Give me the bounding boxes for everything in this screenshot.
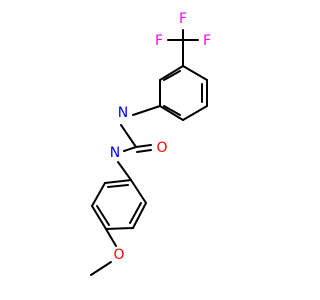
bond-ring-nh-upper (132, 105, 161, 116)
bond-c-o-double-1 (135, 144, 152, 148)
atom-label-n: N (118, 105, 128, 121)
ring2-double-bond (129, 202, 142, 224)
atom-label-f: F (179, 11, 187, 27)
molecule-diagram: F F F N N O O (90, 11, 211, 276)
ring2-double-bond (107, 184, 129, 188)
bond-ring-o-methoxy (105, 228, 117, 247)
ring2-bond (132, 202, 147, 229)
bond-carbonyl-nh-lower (123, 146, 137, 152)
ring1-double-bond (163, 105, 181, 116)
ring1-double-bond (163, 70, 181, 81)
ring1-bond (159, 105, 184, 121)
molecule-canvas: F F F N N O O (90, 11, 211, 276)
ring2-bond (105, 227, 134, 230)
ring1-bond (182, 105, 208, 121)
bond-nh-carbonyl (120, 124, 137, 148)
ring2-double-bond (96, 205, 110, 226)
ring2-bond (91, 182, 106, 207)
bond-nh-ring-lower (117, 161, 132, 181)
bond-o-methyl (90, 261, 112, 276)
ring2-bond (104, 179, 132, 184)
atom-label-f: F (155, 33, 163, 49)
atom-label-o: O (156, 140, 167, 156)
ring2-bond (130, 179, 147, 204)
ring1-bond (159, 65, 184, 81)
bond-c-o-double-2 (136, 149, 152, 153)
atom-label-o: O (113, 247, 124, 263)
atom-label-f: F (203, 33, 211, 49)
ring1-bond (182, 65, 208, 81)
atom-label-n: N (110, 145, 120, 161)
ring2-bond (91, 205, 107, 230)
